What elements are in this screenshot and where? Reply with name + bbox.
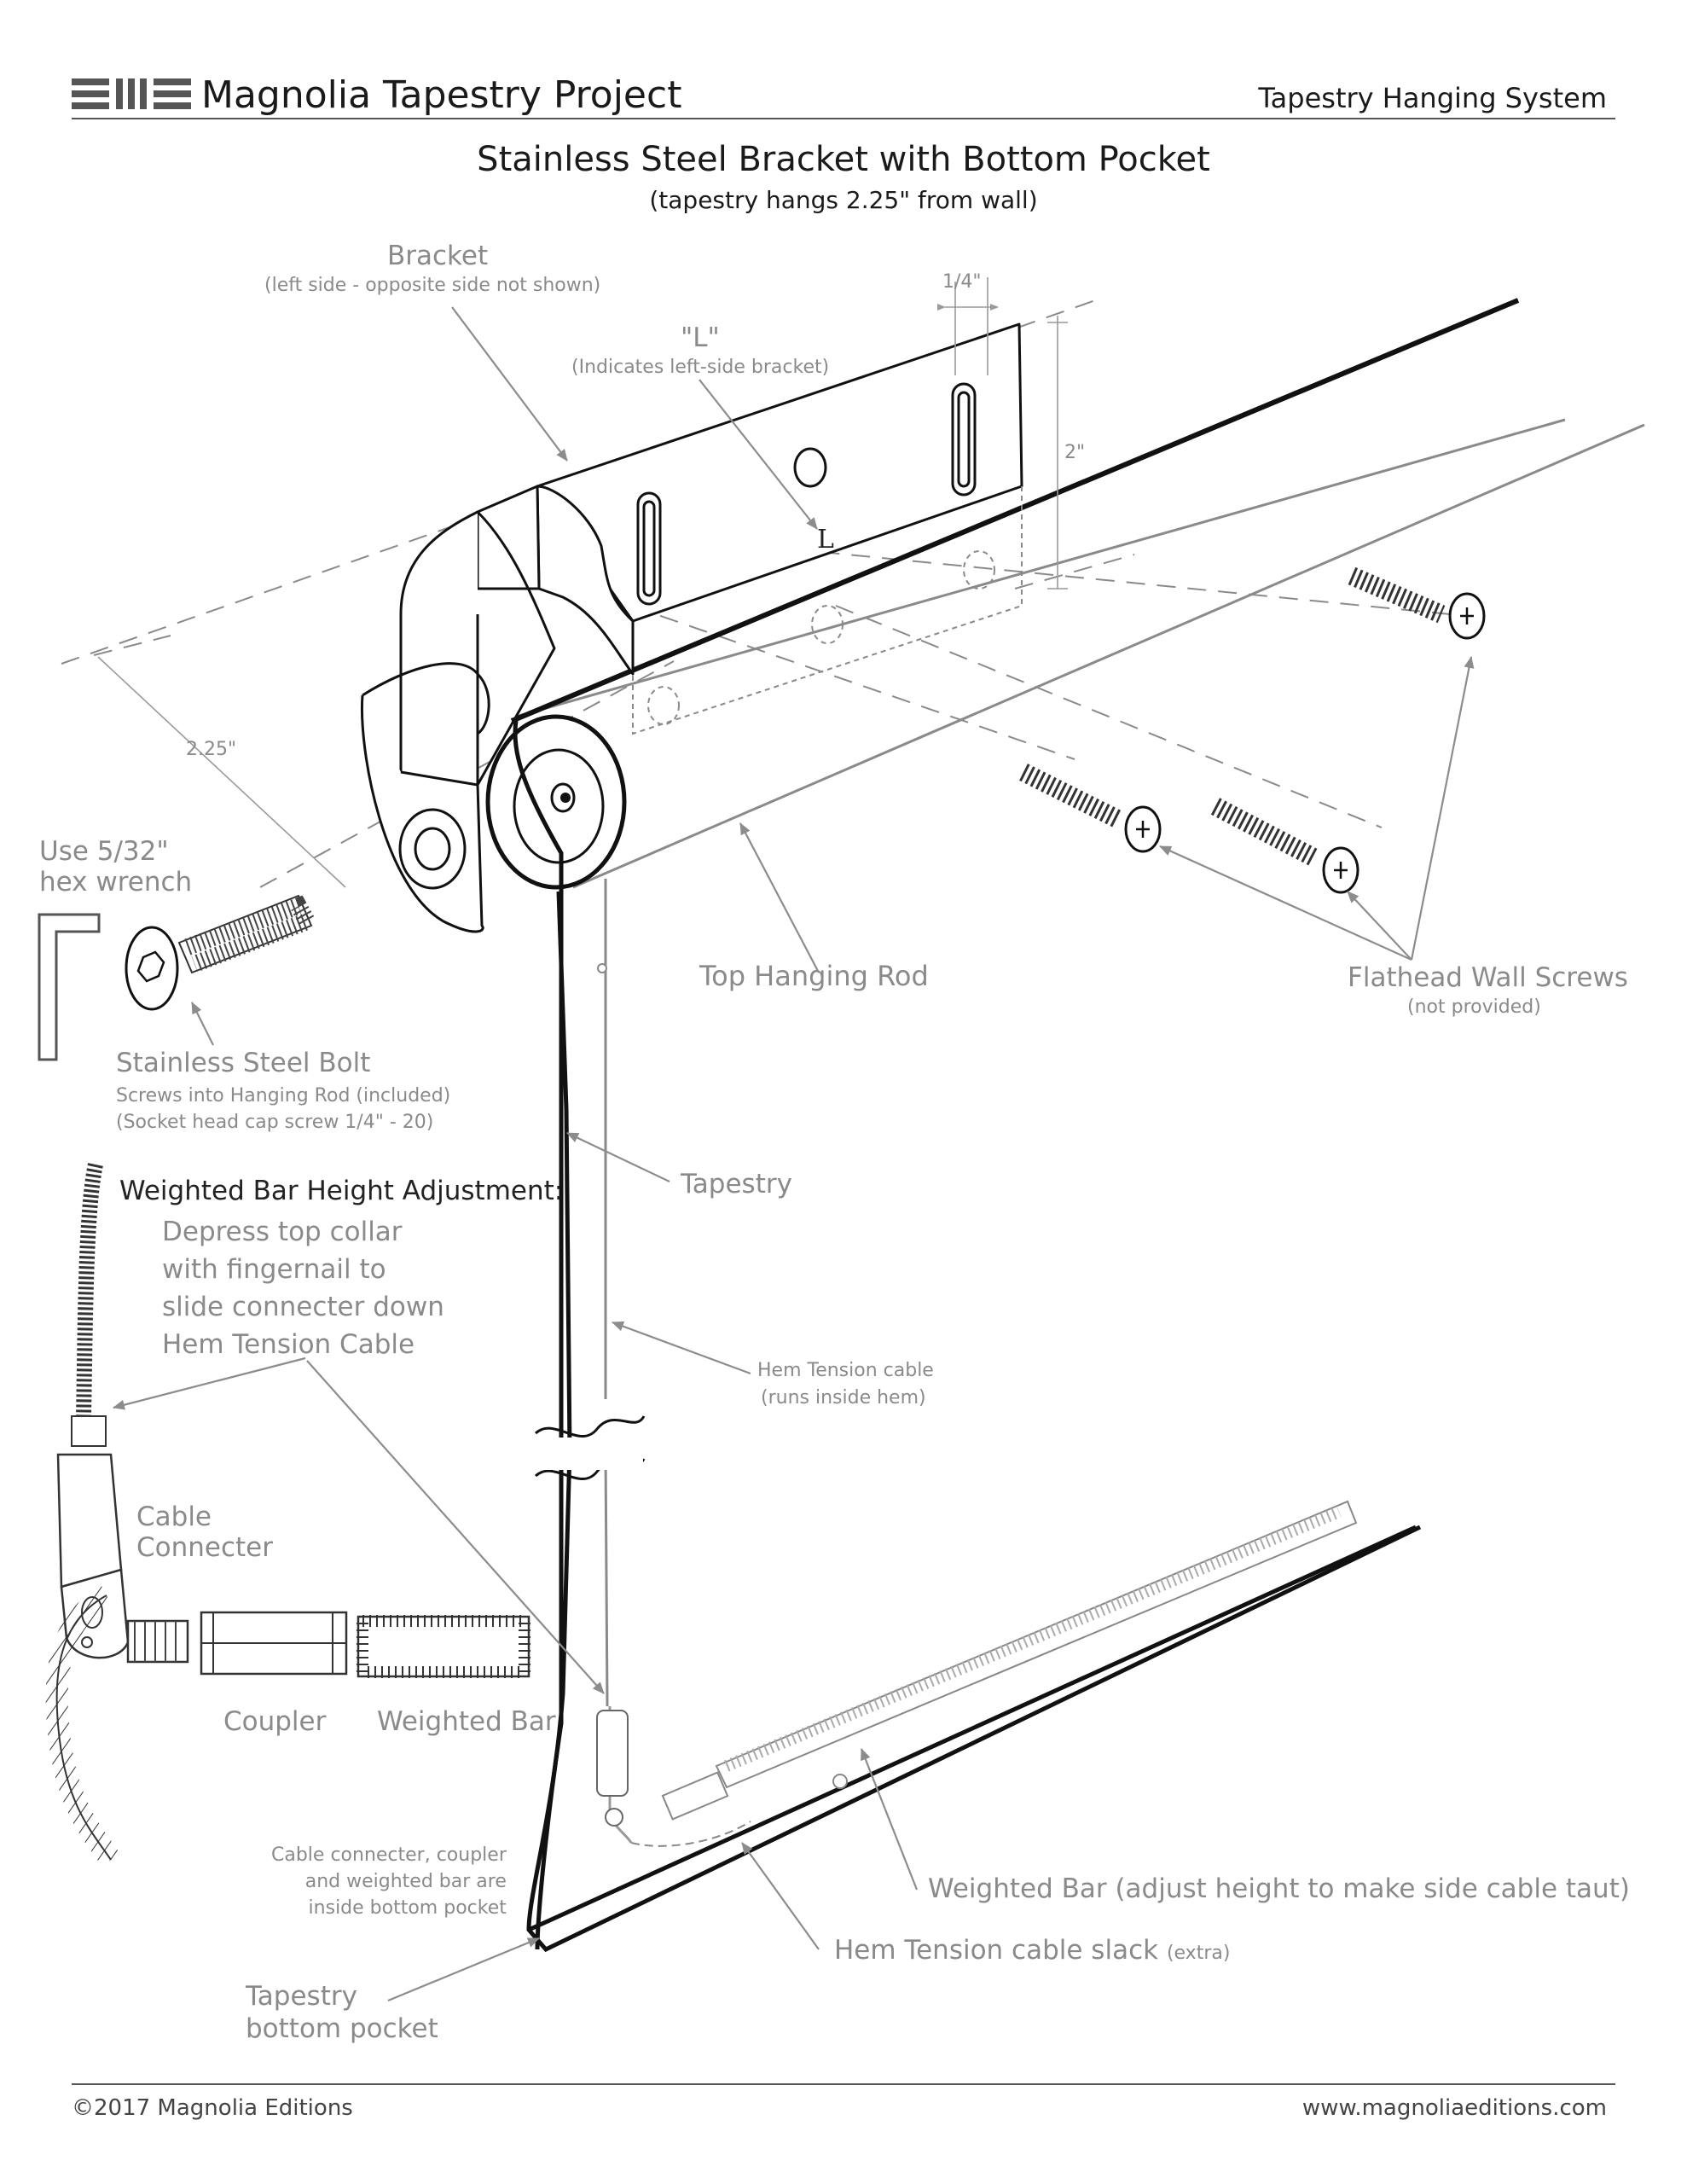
adjust-line3: slide connecter down [162,1292,444,1323]
slack-text: Hem Tension cable slack [834,1935,1159,1966]
label-bolt: Stainless Steel Bolt [116,1048,371,1078]
label-l-mark: "L" [681,322,720,353]
label-hem-cable: Hem Tension cable [757,1360,934,1381]
construction-lines [61,298,1451,888]
label-wall-screws-note: (not provided) [1407,996,1541,1018]
label-l-note: (Indicates left-side bracket) [571,357,830,378]
label-pocket-line1: Tapestry [246,1981,357,2012]
page-subtitle: (tapestry hangs 2.25" from wall) [649,186,1038,214]
label-tapestry: Tapestry [681,1169,792,1199]
detail-weighted-bar [357,1615,530,1678]
label-pocket-line2: bottom pocket [246,2013,438,2044]
detail-cable [45,1163,189,1867]
label-top-rod: Top Hanging Rod [699,960,929,992]
stainless-bolt [125,894,320,1011]
bottom-weighted-bar [596,1500,1358,1847]
hidden-holes [632,486,1023,735]
header-rule [72,118,1615,119]
slack-extra: (extra) [1166,1943,1231,1964]
label-weighted-bar-adjust: Weighted Bar (adjust height to make side… [928,1873,1630,1904]
label-bolt-note1: Screws into Hanging Rod (included) [116,1085,451,1107]
brand-logo-icon [72,78,191,109]
label-connecter-line1: Cable [136,1502,212,1532]
inside-line1: Cable connecter, coupler [271,1844,507,1866]
adjust-instructions: Depress top collar with fingernail to sl… [162,1213,444,1363]
dimension-offset: 2.25" [186,739,237,760]
wall-screw-top [1348,566,1486,640]
label-bracket-note: (left side - opposite side not shown) [264,275,601,296]
label-weighted-bar-detail: Weighted Bar [377,1706,556,1737]
brand-name: Magnolia Tapestry Project [201,73,682,117]
rod-end [398,714,627,890]
offset-dimension [97,656,346,888]
detail-coupler [200,1611,348,1676]
label-coupler: Coupler [223,1706,327,1737]
tapestry-fabric [513,720,1422,1953]
dimension-two: 2" [1064,442,1086,463]
hex-wrench-icon [38,913,101,1061]
adjust-heading: Weighted Bar Height Adjustment: [119,1176,564,1206]
adjust-line4: Hem Tension Cable [162,1329,415,1361]
wall-screw-left [1019,764,1162,853]
footer-url[interactable]: www.magnoliaeditions.com [1301,2095,1607,2121]
l-letter-mark: L [817,525,834,555]
footer-copyright: ©2017 Magnolia Editions [72,2095,353,2121]
label-bolt-note2: (Socket head cap screw 1/4" - 20) [116,1112,434,1133]
bracket-slot-right [951,382,977,497]
label-slack: Hem Tension cable slack (extra) [834,1935,1230,1966]
top-hanging-rod [510,298,1645,889]
label-hem-cable-note: (runs inside hem) [761,1387,926,1409]
dimension-ticks [937,277,1068,590]
bracket-screw-hole [793,447,827,488]
label-connecter-line2: Connecter [136,1532,273,1563]
label-bracket: Bracket [387,241,489,271]
adjust-line1: Depress top collar [162,1217,403,1247]
inside-line2: and weighted bar are [304,1870,507,1892]
dimension-quarter: 1/4" [942,271,982,293]
wall-screw-right [1210,798,1359,894]
page-title: Stainless Steel Bracket with Bottom Pock… [477,140,1210,179]
footer-rule [72,2083,1615,2085]
adjust-line2: with fingernail to [162,1254,386,1286]
inside-line3: inside bottom pocket [308,1896,507,1919]
label-hex-line1: Use 5/32" [39,836,169,867]
leader-arrows [113,306,1475,2002]
label-wall-screws: Flathead Wall Screws [1348,962,1628,993]
label-hex-line2: hex wrench [39,867,193,897]
section-title: Tapestry Hanging System [1258,82,1607,114]
inside-pocket-note: Cable connecter, coupler and weighted ba… [271,1843,507,1921]
bracket-slot-left [636,491,662,606]
